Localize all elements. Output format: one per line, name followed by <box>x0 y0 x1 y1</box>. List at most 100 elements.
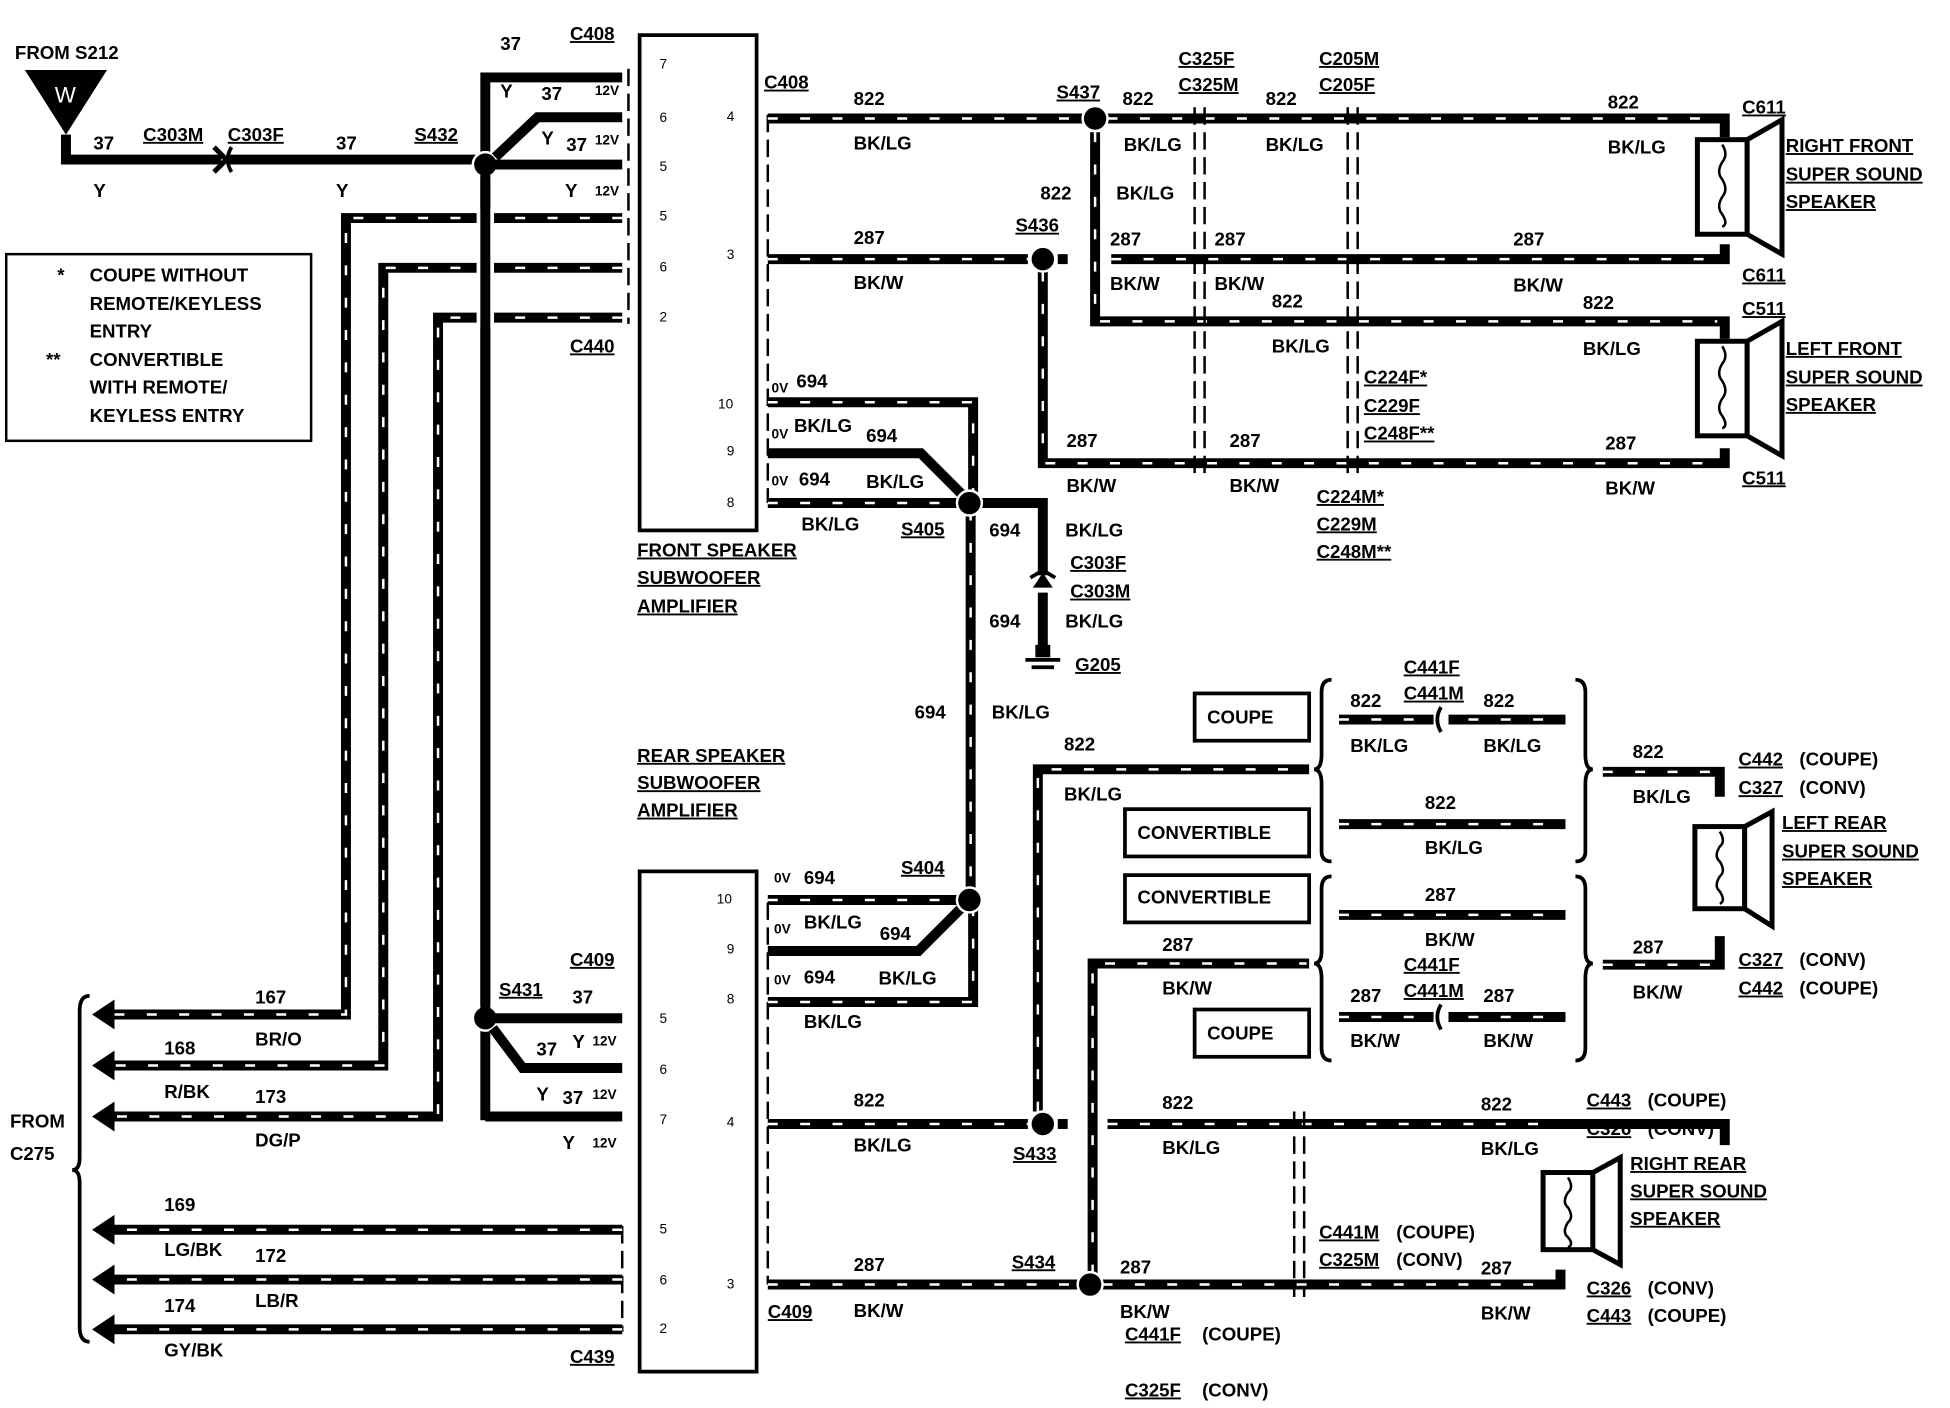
connector-label: C325F <box>1125 1380 1181 1401</box>
color-label: BK/W <box>1066 475 1116 496</box>
connector-label: C327 <box>1738 949 1783 970</box>
circuit-label: 822 <box>1350 690 1381 711</box>
color-label: BK/W <box>1110 273 1160 294</box>
circuit-label: 287 <box>1633 937 1664 958</box>
speaker-name: SUPER SOUND <box>1782 841 1919 862</box>
front-amp-title: FRONT SPEAKER <box>637 540 797 561</box>
pin-label: 4 <box>727 109 735 124</box>
circuit-label: 172 <box>255 1245 286 1266</box>
connector-note: (COUPE) <box>1648 1090 1727 1111</box>
circuit-label: 287 <box>1425 884 1456 905</box>
color-label: Y <box>572 1031 585 1052</box>
circuit-label: 822 <box>854 88 885 109</box>
color-label: BK/LG <box>1425 837 1483 858</box>
pin-label: 7 <box>660 1112 668 1127</box>
circuit-label: 694 <box>804 966 836 987</box>
connector-note: (COUPE) <box>1202 1324 1281 1345</box>
connector-label: C443 <box>1587 1090 1632 1111</box>
circuit-label: 822 <box>1633 741 1664 762</box>
circuit-label: 173 <box>255 1086 286 1107</box>
pin-label: 5 <box>660 159 668 174</box>
front-amp-title: SUBWOOFER <box>637 567 761 588</box>
color-label: BK/W <box>1605 477 1655 498</box>
pin-label: 8 <box>727 495 735 510</box>
speaker-name: SUPER SOUND <box>1786 164 1923 185</box>
circuit-label: 37 <box>562 1087 583 1108</box>
connector-label: C303F <box>1070 552 1126 573</box>
connector-note: (COUPE) <box>1648 1305 1727 1326</box>
splice-label: S436 <box>1015 215 1059 236</box>
voltage-label: 0V <box>772 474 790 489</box>
connector-c611-label: C611 <box>1742 97 1786 118</box>
pin-label: 9 <box>727 942 735 957</box>
color-label: BK/LG <box>801 513 859 534</box>
connector-label: C441F <box>1404 954 1460 975</box>
color-label: DG/P <box>255 1129 301 1150</box>
color-label: BK/LG <box>1065 610 1123 631</box>
color-label: Y <box>336 180 349 201</box>
connector-c409-out-label: C409 <box>768 1301 813 1322</box>
circuit-label: 822 <box>1162 1092 1193 1113</box>
color-label: BK/W <box>854 272 904 293</box>
circuit-label: 37 <box>566 134 587 155</box>
connector-c511-label: C511 <box>1742 467 1786 488</box>
from-c275-harness: FROM C275 167 BR/O 168 R/BK 173 DG/P 169… <box>10 174 623 1361</box>
color-label: GY/BK <box>164 1340 224 1361</box>
from-s212-label: FROM S212 <box>15 42 119 63</box>
connector-c409-label: C409 <box>570 949 615 970</box>
voltage-label: 12V <box>592 1087 617 1102</box>
from-c275-label: FROM <box>10 1111 65 1132</box>
color-label: BK/LG <box>794 415 852 436</box>
circuit-label: 822 <box>1064 734 1095 755</box>
connector-arrow-icon <box>1032 572 1053 588</box>
splice-s437 <box>1081 104 1109 133</box>
pin-label: 3 <box>727 247 735 262</box>
color-label: BK/LG <box>854 133 912 154</box>
connector-label: C205M <box>1319 48 1379 69</box>
connector-label: C443 <box>1587 1305 1632 1326</box>
circuit-label: 169 <box>164 1194 195 1215</box>
circuit-label: 167 <box>255 986 286 1007</box>
splice-label: S433 <box>1013 1143 1057 1164</box>
option-label: COUPE <box>1207 1022 1273 1043</box>
color-label: BK/LG <box>854 1134 912 1155</box>
bracket-icon <box>71 993 90 1344</box>
circuit-label: 822 <box>1122 88 1153 109</box>
color-label: R/BK <box>164 1081 210 1102</box>
circuit-label: 694 <box>989 610 1021 631</box>
source-triangle-icon <box>24 69 108 135</box>
option-label: CONVERTIBLE <box>1137 822 1271 843</box>
rear-amplifier: 5 6 7 5 6 2 10 9 8 4 3 REAR SPEAKER SUBW… <box>570 745 813 1374</box>
circuit-label: 287 <box>854 227 885 248</box>
circuit-label: 694 <box>880 923 912 944</box>
voltage-label: 12V <box>595 83 620 98</box>
circuit-label: 287 <box>1162 934 1193 955</box>
splice-label: S432 <box>414 124 458 145</box>
splice-s405 <box>955 489 984 517</box>
color-label: BK/LG <box>992 701 1050 722</box>
color-label: BR/O <box>255 1029 302 1050</box>
connector-label: C441M <box>1404 683 1464 704</box>
color-label: LB/R <box>255 1290 299 1311</box>
color-label: BK/W <box>1513 274 1563 295</box>
color-label: BK/W <box>1481 1302 1531 1323</box>
circuit-label: 287 <box>1215 228 1246 249</box>
legend-text: WITH REMOTE/ <box>90 377 228 398</box>
right-rear-speaker-icon <box>1540 1153 1623 1269</box>
circuit-label: 694 <box>866 425 898 446</box>
color-label: BK/LG <box>1481 1138 1539 1159</box>
front-amp-title: AMPLIFIER <box>637 596 738 617</box>
connector-label: C224F* <box>1364 367 1428 388</box>
circuit-label: 287 <box>1513 228 1544 249</box>
splice-label: S434 <box>1012 1251 1056 1272</box>
circuit-label: 168 <box>164 1037 195 1058</box>
pin-label: 10 <box>717 892 733 907</box>
splice-s434 <box>1076 1270 1104 1299</box>
circuit-label: 694 <box>989 520 1021 541</box>
color-label: BK/LG <box>879 968 937 989</box>
pin-label: 5 <box>660 1221 668 1236</box>
pin-label: 4 <box>727 1114 735 1129</box>
circuit-label: 822 <box>1608 92 1639 113</box>
legend: * COUPE WITHOUT REMOTE/KEYLESS ENTRY ** … <box>4 252 313 443</box>
